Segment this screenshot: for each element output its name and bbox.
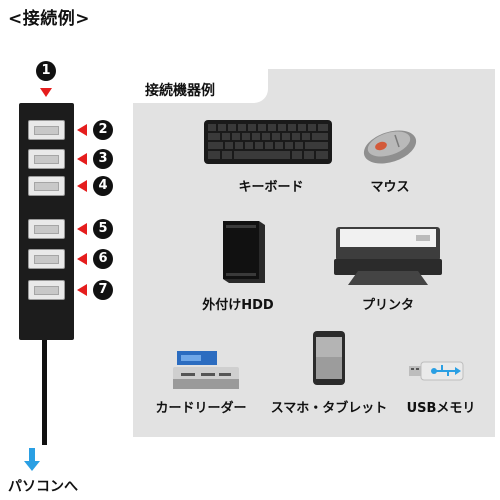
hub-cable: [42, 340, 47, 445]
page-title: <接続例>: [8, 9, 90, 29]
printer-icon: [334, 227, 442, 285]
card-reader-icon: [173, 351, 239, 389]
badge-3: 3: [93, 149, 113, 169]
device-label-mouse: マウス: [370, 180, 410, 195]
red-arrow-down-icon: [40, 88, 52, 97]
device-label-usb-memory: USBメモリ: [406, 401, 476, 416]
badge-1: 1: [36, 61, 56, 81]
badge-5: 5: [93, 219, 113, 239]
device-label-smartphone: スマホ・タブレット: [270, 401, 388, 416]
blue-arrow-down-icon: [29, 448, 35, 462]
panel-tab: 接続機器例: [133, 69, 268, 103]
badge-6: 6: [93, 249, 113, 269]
usb-port-5: [28, 219, 65, 239]
red-arrow-left-icon: [77, 253, 87, 265]
smartphone-icon: [313, 331, 345, 385]
red-arrow-left-icon: [77, 153, 87, 165]
panel-title: 接続機器例: [145, 83, 215, 99]
usb-port-2: [28, 120, 65, 140]
blue-arrow-head-icon: [24, 461, 40, 471]
device-label-printer: プリンタ: [361, 298, 414, 313]
usb-port-7: [28, 280, 65, 300]
device-label-hdd: 外付けHDD: [202, 298, 274, 313]
badge-7: 7: [93, 280, 113, 300]
usb-port-3: [28, 149, 65, 169]
red-arrow-left-icon: [77, 124, 87, 136]
device-label-card-reader: カードリーダー: [155, 401, 247, 416]
red-arrow-left-icon: [77, 223, 87, 235]
usb-hub: [19, 103, 74, 340]
badge-2: 2: [93, 120, 113, 140]
usb-port-6: [28, 249, 65, 269]
usb-port-4: [28, 176, 65, 196]
red-arrow-left-icon: [77, 284, 87, 296]
device-label-keyboard: キーボード: [238, 180, 304, 195]
keyboard-icon: [204, 120, 332, 164]
usb-memory-icon: [409, 361, 464, 381]
red-arrow-left-icon: [77, 180, 87, 192]
pc-label: パソコンへ: [8, 479, 78, 495]
mouse-icon: [363, 130, 417, 164]
hdd-icon: [223, 221, 265, 283]
device-examples-panel: 接続機器例 キーボード マウス 外付けHDD プリンタ: [133, 69, 495, 437]
badge-4: 4: [93, 176, 113, 196]
